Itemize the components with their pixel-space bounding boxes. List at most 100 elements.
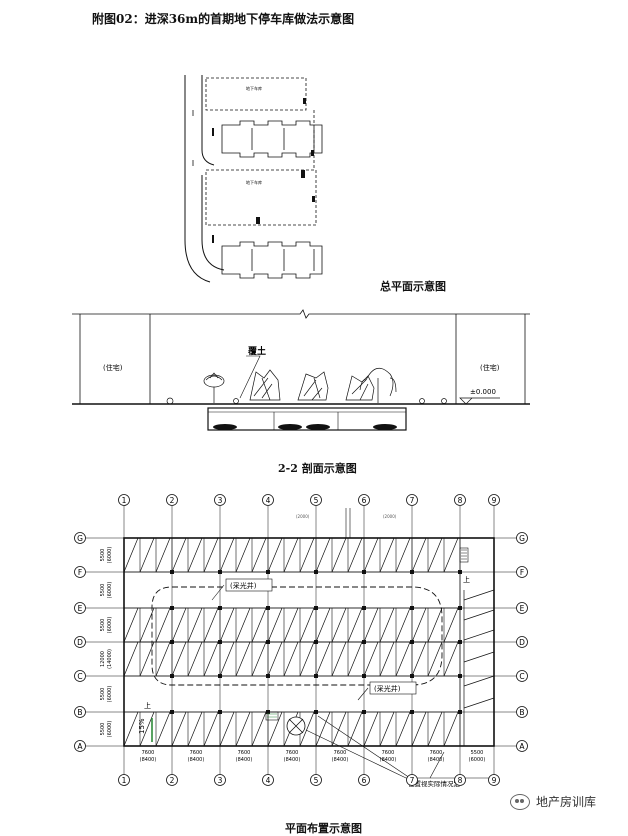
axis-bubble-row-C-right: C xyxy=(516,670,528,682)
svg-text:G: G xyxy=(519,534,525,543)
bottom-span-value: 7600 xyxy=(142,750,155,756)
axis-bubble-row-F-right: F xyxy=(516,566,528,578)
right-building-label: (住宅) xyxy=(480,363,500,372)
axis-bubble-col-2-top: 2 xyxy=(166,494,178,506)
page-title: 附图02：进深36m的首期地下停车库做法示意图 xyxy=(92,12,355,26)
axis-bubble-col-4-bottom: 4 xyxy=(262,774,274,786)
left-span-value: 5500 xyxy=(100,549,106,562)
svg-text:E: E xyxy=(78,604,83,613)
bottom-span-value: 5500 xyxy=(471,750,484,756)
garage-label-1: 地下车库 xyxy=(246,85,262,91)
section-caption: 2-2 剖面示意图 xyxy=(278,462,357,475)
svg-text:4: 4 xyxy=(266,776,271,785)
axis-bubble-col-5-top: 5 xyxy=(310,494,322,506)
axis-bubble-row-F-left: F xyxy=(74,566,86,578)
svg-text:D: D xyxy=(519,638,525,647)
svg-text:2: 2 xyxy=(170,776,175,785)
bottom-span-sub: (8400) xyxy=(236,757,253,763)
bottom-span-value: 7600 xyxy=(334,750,347,756)
axis-bubble-row-D-left: D xyxy=(74,636,86,648)
bottom-span-value: 7600 xyxy=(238,750,251,756)
svg-text:C: C xyxy=(519,672,524,681)
watermark-text: 地产房训库 xyxy=(536,795,597,809)
axis-bubble-col-1-top: 1 xyxy=(118,494,130,506)
svg-text:D: D xyxy=(77,638,83,647)
axis-bubble-col-3-top: 3 xyxy=(214,494,226,506)
svg-text:A: A xyxy=(77,742,83,751)
axis-bubble-row-G-left: G xyxy=(74,532,86,544)
svg-text:(2000): (2000) xyxy=(296,514,310,519)
svg-text:1: 1 xyxy=(122,496,127,505)
bottom-span-sub: (6000) xyxy=(469,757,486,763)
axis-bubble-col-6-bottom: 6 xyxy=(358,774,370,786)
slope-label: 15% xyxy=(138,718,146,734)
left-building-label: (住宅) xyxy=(103,363,123,372)
up-label-right: 上 xyxy=(463,575,470,584)
bottom-span-sub: (8400) xyxy=(332,757,349,763)
bottom-span-sub: (8400) xyxy=(380,757,397,763)
svg-text:F: F xyxy=(520,568,524,577)
axis-bubble-row-C-left: C xyxy=(74,670,86,682)
bottom-span-sub: (8400) xyxy=(428,757,445,763)
svg-text:E: E xyxy=(520,604,525,613)
svg-text:3: 3 xyxy=(218,776,223,785)
svg-text:9: 9 xyxy=(492,776,497,785)
elevation-label: ±0.000 xyxy=(470,388,496,396)
chat-logo-icon xyxy=(510,793,530,810)
svg-text:(2000): (2000) xyxy=(383,514,397,519)
svg-text:4: 4 xyxy=(266,496,271,505)
bottom-span-value: 7600 xyxy=(286,750,299,756)
axis-bubble-row-B-right: B xyxy=(516,706,528,718)
svg-text:8: 8 xyxy=(458,776,463,785)
axis-bubble-row-E-left: E xyxy=(74,602,86,614)
left-span-value: 5500 xyxy=(100,723,106,736)
svg-text:B: B xyxy=(77,708,82,717)
left-span-sub: (6000) xyxy=(107,617,113,634)
svg-text:6: 6 xyxy=(362,496,367,505)
axis-bubble-col-7-top: 7 xyxy=(406,494,418,506)
left-span-value: 12000 xyxy=(100,651,106,667)
svg-text:5: 5 xyxy=(314,496,319,505)
svg-text:1: 1 xyxy=(122,776,127,785)
bottom-span-sub: (8400) xyxy=(188,757,205,763)
axis-bubble-col-7-bottom: 7 xyxy=(406,774,418,786)
axis-bubble-row-A-right: A xyxy=(516,740,528,752)
svg-text:7: 7 xyxy=(410,496,415,505)
left-span-sub: (14000) xyxy=(107,649,113,669)
left-span-sub: (6000) xyxy=(107,582,113,599)
bottom-span-sub: (8400) xyxy=(284,757,301,763)
bottom-span-sub: (8400) xyxy=(140,757,157,763)
axis-bubble-col-4-top: 4 xyxy=(262,494,274,506)
left-span-value: 5500 xyxy=(100,688,106,701)
svg-text:F: F xyxy=(78,568,82,577)
site-plan-drawing: 地下车库 地下车库 xyxy=(184,75,323,283)
axis-bubble-col-2-bottom: 2 xyxy=(166,774,178,786)
bottom-span-value: 7600 xyxy=(430,750,443,756)
soil-label: 覆土 xyxy=(248,345,266,357)
svg-text:G: G xyxy=(77,534,83,543)
up-label-left: 上 xyxy=(144,701,151,710)
section-drawing: (住宅) (住宅) 覆土 ±0.000 xyxy=(72,309,530,431)
skylight-label-2: (采光井) xyxy=(374,684,401,693)
svg-text:3: 3 xyxy=(218,496,223,505)
axis-bubble-row-E-right: E xyxy=(516,602,528,614)
svg-text:6: 6 xyxy=(362,776,367,785)
axis-bubble-col-9-bottom: 9 xyxy=(488,774,500,786)
site-plan-caption: 总平面示意图 xyxy=(380,280,446,293)
axis-bubble-row-A-left: A xyxy=(74,740,86,752)
floor-plan-drawing: 上 上 15% (采光井) (采光井) 位置视实际情况定 (2000) (200… xyxy=(74,494,528,788)
axis-bubble-col-8-bottom: 8 xyxy=(454,774,466,786)
svg-text:B: B xyxy=(519,708,524,717)
svg-text:C: C xyxy=(77,672,82,681)
left-span-sub: (6000) xyxy=(107,686,113,703)
watermark: 地产房训库 xyxy=(510,793,596,810)
left-span-value: 5500 xyxy=(100,584,106,597)
bottom-span-value: 7600 xyxy=(382,750,395,756)
axis-bubble-col-6-top: 6 xyxy=(358,494,370,506)
skylight-label-1: (采光井) xyxy=(230,581,257,590)
svg-text:8: 8 xyxy=(458,496,463,505)
axis-bubble-col-9-top: 9 xyxy=(488,494,500,506)
axis-bubble-row-D-right: D xyxy=(516,636,528,648)
left-span-value: 5500 xyxy=(100,619,106,632)
axis-bubble-row-B-left: B xyxy=(74,706,86,718)
